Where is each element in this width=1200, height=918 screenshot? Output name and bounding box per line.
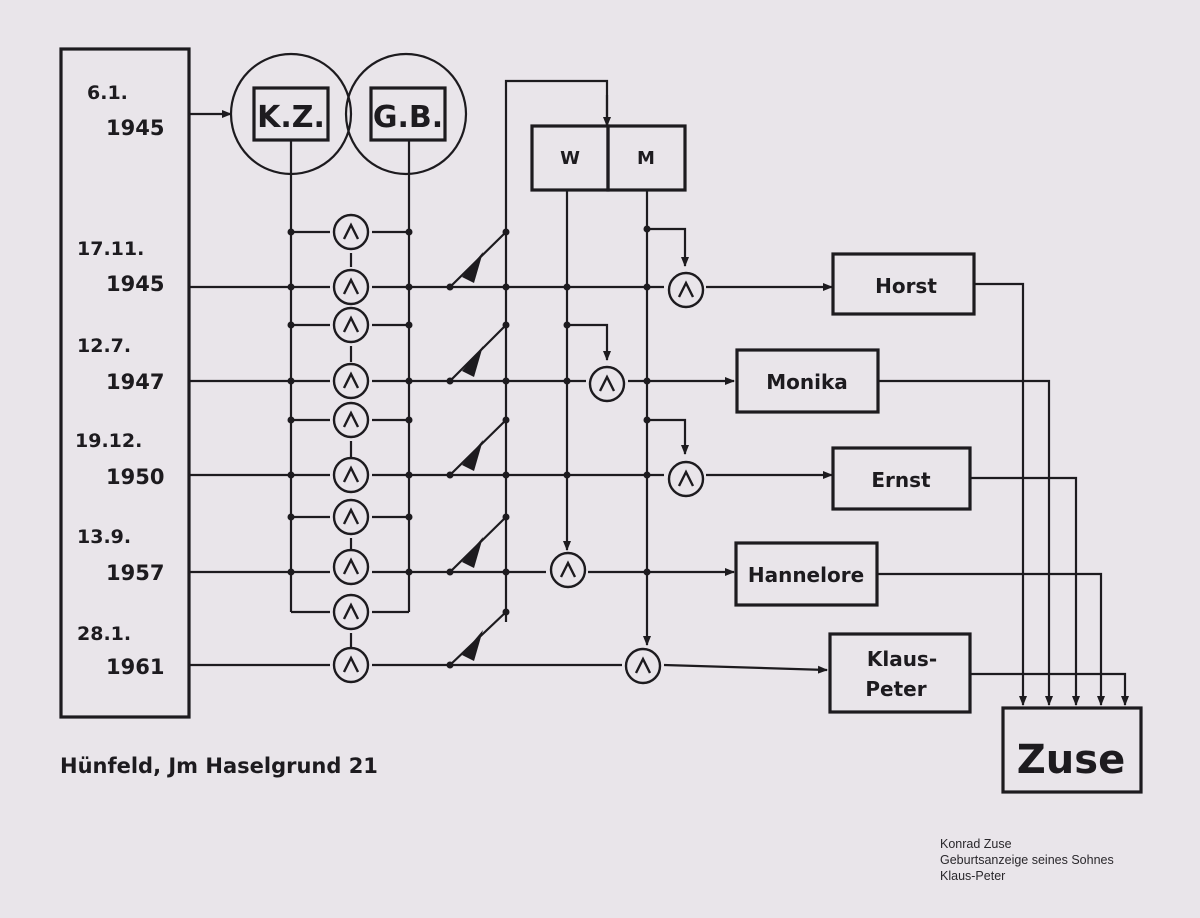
and-gate-icon xyxy=(332,498,370,536)
date-2-year: 1945 xyxy=(106,272,164,296)
date-1-day: 6.1. xyxy=(87,82,128,104)
caption-line-2: Geburtsanzeige seines Sohnes xyxy=(940,853,1114,867)
zuse-box xyxy=(1001,706,1143,794)
address-text: Hünfeld, Jm Haselgrund 21 xyxy=(60,754,378,778)
and-symbol xyxy=(342,557,360,575)
date-5-year: 1957 xyxy=(106,561,164,585)
and-gate-icon xyxy=(332,362,370,400)
child-label-klaus: Klaus- xyxy=(867,647,937,671)
and-gate-icon xyxy=(332,401,370,439)
and-symbol xyxy=(342,655,360,673)
and-gate-icon xyxy=(332,456,370,494)
date-6-day: 28.1. xyxy=(77,623,131,645)
date-4-day: 19.12. xyxy=(75,430,142,452)
caption-line-3: Klaus-Peter xyxy=(940,869,1006,883)
and-symbol xyxy=(634,656,652,674)
and-gate-icon xyxy=(588,365,626,403)
labels: 6.1. 1945 17.11. 1945 12.7. 1947 19.12. … xyxy=(75,82,1125,783)
and-symbol xyxy=(342,507,360,525)
child-label-monika: Monika xyxy=(766,370,848,394)
and-symbol xyxy=(342,602,360,620)
date-6-year: 1961 xyxy=(106,655,164,679)
child-label-ernst: Ernst xyxy=(871,468,931,492)
and-gate-icon xyxy=(332,268,370,306)
and-gate-icon xyxy=(332,646,370,684)
switch-5 xyxy=(449,611,507,666)
caption: Konrad Zuse Geburtsanzeige seines Sohnes… xyxy=(940,836,1160,884)
date-3-day: 12.7. xyxy=(77,335,131,357)
parent-label-kz: K.Z. xyxy=(257,100,325,135)
and-gates xyxy=(332,213,705,685)
and-symbol xyxy=(677,280,695,298)
date-4-year: 1950 xyxy=(106,465,164,489)
date-5-day: 13.9. xyxy=(77,526,131,548)
and-gate-icon xyxy=(624,647,662,685)
and-gate-icon xyxy=(549,551,587,589)
child-label-peter: Peter xyxy=(865,677,926,701)
and-symbol xyxy=(342,465,360,483)
and-gate-icon xyxy=(332,213,370,251)
and-gate-icon xyxy=(667,271,705,309)
and-symbol xyxy=(342,222,360,240)
and-symbol xyxy=(677,469,695,487)
and-symbol xyxy=(342,371,360,389)
parent-label-gb: G.B. xyxy=(373,100,443,135)
and-symbol xyxy=(598,374,616,392)
child-label-horst: Horst xyxy=(875,274,937,298)
date-3-year: 1947 xyxy=(106,370,164,394)
switch-1 xyxy=(449,231,507,288)
and-gate-icon xyxy=(332,548,370,586)
wiring xyxy=(59,47,1143,794)
switch-2 xyxy=(449,324,507,382)
m-label: M xyxy=(637,148,655,169)
and-symbol xyxy=(342,410,360,428)
and-gate-icon xyxy=(332,306,370,344)
date-column-box xyxy=(59,47,191,719)
date-1-year: 1945 xyxy=(106,116,164,140)
w-label: W xyxy=(560,148,580,169)
and-symbol xyxy=(342,277,360,295)
caption-line-1: Konrad Zuse xyxy=(940,837,1012,851)
date-2-day: 17.11. xyxy=(77,238,144,260)
and-symbol xyxy=(559,560,577,578)
zuse-label: Zuse xyxy=(1017,737,1125,783)
parent-circle-right xyxy=(344,52,468,176)
switch-3 xyxy=(449,419,507,476)
and-symbol xyxy=(342,315,360,333)
and-gate-icon xyxy=(332,593,370,631)
and-gate-icon xyxy=(667,460,705,498)
child-label-hannelore: Hannelore xyxy=(748,563,864,587)
switch-4 xyxy=(449,516,507,573)
